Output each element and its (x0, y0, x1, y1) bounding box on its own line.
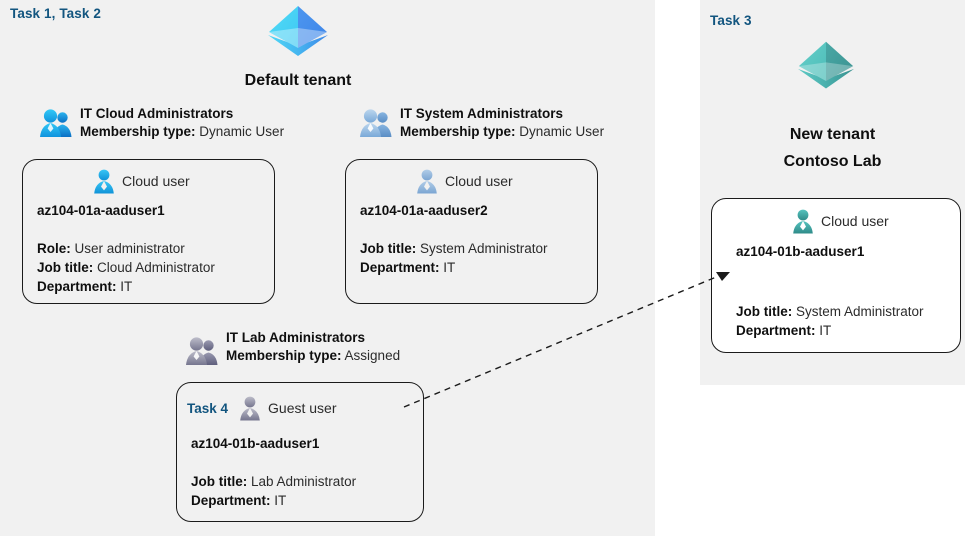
user-attributes: Job title: System Administrator Departme… (360, 239, 548, 277)
user-card-az104-01a-aaduser1[interactable]: Cloud user az104-01a-aaduser1 Role: User… (22, 159, 275, 304)
azure-ad-tenant-icon (793, 38, 859, 96)
user-principal-name: az104-01b-aaduser1 (736, 244, 865, 259)
new-tenant-title-line2: Contoso Lab (783, 153, 882, 170)
user-card-az104-01b-aaduser1-guest[interactable]: Task 4 Guest user az104-01b-aaduser1 Job… (176, 382, 424, 522)
group-name: IT System Administrators (400, 106, 564, 121)
group-membership: Membership type: Dynamic User (400, 124, 605, 139)
user-principal-name: az104-01a-aaduser1 (37, 203, 165, 218)
attr-job-title: Job title: Cloud Administrator (37, 260, 215, 275)
group-it-cloud-administrators: IT Cloud Administrators Membership type:… (80, 106, 284, 142)
guest-user-icon (237, 395, 263, 421)
cloud-user-icon (91, 168, 117, 194)
card-user-head: Cloud user (414, 168, 513, 194)
attr-department: Department: IT (736, 323, 832, 338)
user-card-az104-01b-aaduser1-cloud[interactable]: Cloud user az104-01b-aaduser1 Job title:… (711, 198, 961, 353)
azure-ad-tenant-icon (263, 2, 333, 64)
user-type-label: Cloud user (445, 173, 513, 189)
new-tenant-title-line1: New tenant (789, 126, 876, 143)
user-attributes: Job title: Lab Administrator Department:… (191, 472, 356, 510)
group-users-icon (358, 108, 394, 138)
group-membership: Membership type: Assigned (226, 348, 401, 363)
task-label-1-2: Task 1, Task 2 (10, 6, 101, 21)
user-principal-name: az104-01b-aaduser1 (191, 436, 320, 451)
group-it-lab-administrators: IT Lab Administrators Membership type: A… (226, 330, 400, 366)
card-user-head: Task 4 Guest user (187, 395, 337, 421)
user-card-az104-01a-aaduser2[interactable]: Cloud user az104-01a-aaduser2 Job title:… (345, 159, 598, 304)
cloud-user-icon (790, 208, 816, 234)
attr-job-title: Job title: Lab Administrator (191, 474, 357, 489)
user-attributes: Role: User administrator Job title: Clou… (37, 239, 215, 296)
attr-department: Department: IT (360, 260, 456, 275)
default-tenant-title: Default tenant (244, 72, 352, 89)
card-task-label: Task 4 (187, 400, 229, 416)
user-principal-name: az104-01a-aaduser2 (360, 203, 488, 218)
group-users-icon (184, 336, 220, 366)
group-it-system-administrators: IT System Administrators Membership type… (400, 106, 604, 142)
group-users-icon (38, 108, 74, 138)
group-name: IT Cloud Administrators (80, 106, 234, 121)
cloud-user-icon (414, 168, 440, 194)
attr-job-title: Job title: System Administrator (736, 304, 924, 319)
card-user-head: Cloud user (91, 168, 190, 194)
attr-job-title: Job title: System Administrator (360, 241, 548, 256)
user-type-label: Cloud user (122, 173, 190, 189)
card-user-head: Cloud user (790, 208, 889, 234)
group-membership: Membership type: Dynamic User (80, 124, 285, 139)
attr-department: Department: IT (37, 279, 133, 294)
task-label-3: Task 3 (710, 13, 752, 28)
attr-role: Role: User administrator (37, 241, 185, 256)
user-attributes: Job title: System Administrator Departme… (736, 302, 924, 340)
user-type-label: Cloud user (821, 213, 889, 229)
group-name: IT Lab Administrators (226, 330, 366, 345)
attr-department: Department: IT (191, 493, 287, 508)
user-type-label: Guest user (268, 400, 337, 416)
